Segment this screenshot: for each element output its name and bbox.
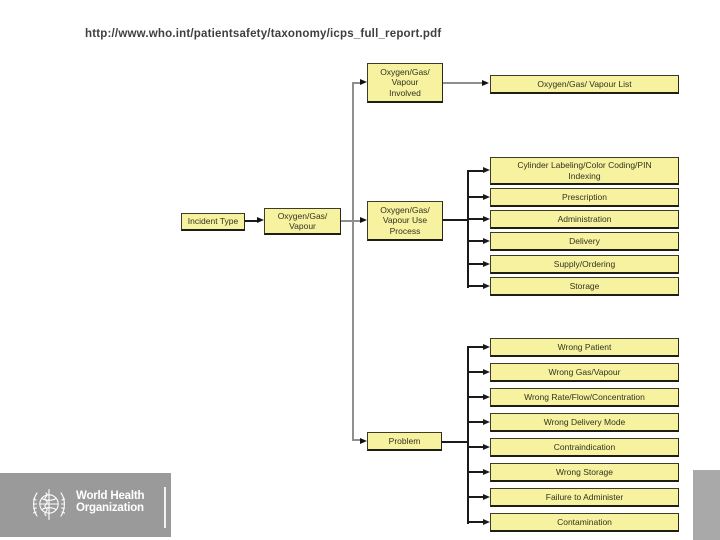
arrow-right-icon [360,438,367,444]
arrow-right-icon [360,217,367,223]
node-oxygen-gas-vapour: Oxygen/Gas/ Vapour [264,208,341,235]
list-item-prescription: Prescription [469,188,679,207]
list-item-wrong-storage: Wrong Storage [469,463,679,482]
connector-line [352,82,361,84]
footer-bar: World Health Organization [0,473,171,537]
arrow-right-icon [482,80,489,86]
footer-right-stripe [693,470,720,540]
list-item-delivery: Delivery [469,232,679,251]
list-item-supply-ordering: Supply/Ordering [469,255,679,274]
who-logo-icon [32,488,66,521]
node-problem: Problem [367,432,442,451]
connector-line [443,82,483,84]
list-item-contraindication: Contraindication [469,438,679,457]
arrow-right-icon [360,79,367,85]
connector-line [352,439,361,441]
arrow-right-icon [257,217,264,223]
who-logo-text: World Health Organization [76,490,145,514]
list-item-storage: Storage [469,277,679,296]
document-url: http://www.who.int/patientsafety/taxonom… [85,28,442,40]
connector-branch [467,170,469,288]
connector-line [442,441,469,443]
list-item-cylinder-labeling: Cylinder Labeling/Color Coding/PIN Index… [469,157,679,185]
connector-line [245,220,258,222]
who-logo-line2: Organization [76,501,144,514]
list-item-wrong-patient: Wrong Patient [469,338,679,357]
list-item-wrong-rate-flow-concentration: Wrong Rate/Flow/Concentration [469,388,679,407]
connector-trunk [352,82,354,441]
list-item-wrong-gas-vapour: Wrong Gas/Vapour [469,363,679,382]
connector-branch [467,346,469,524]
footer-divider [164,487,166,528]
list-item-failure-to-administer: Failure to Administer [469,488,679,507]
list-item-contamination: Contamination [469,513,679,532]
who-logo-line1: World Health [76,490,145,502]
connector-line [341,220,361,222]
connector-line [443,219,469,221]
node-incident-type: Incident Type [181,213,245,231]
node-ogv-list: Oxygen/Gas/ Vapour List [490,75,679,94]
list-item-administration: Administration [469,210,679,229]
node-ogv-involved: Oxygen/Gas/ Vapour Involved [367,63,443,103]
node-ogv-use-process: Oxygen/Gas/ Vapour Use Process [367,201,443,241]
list-item-wrong-delivery-mode: Wrong Delivery Mode [469,413,679,432]
